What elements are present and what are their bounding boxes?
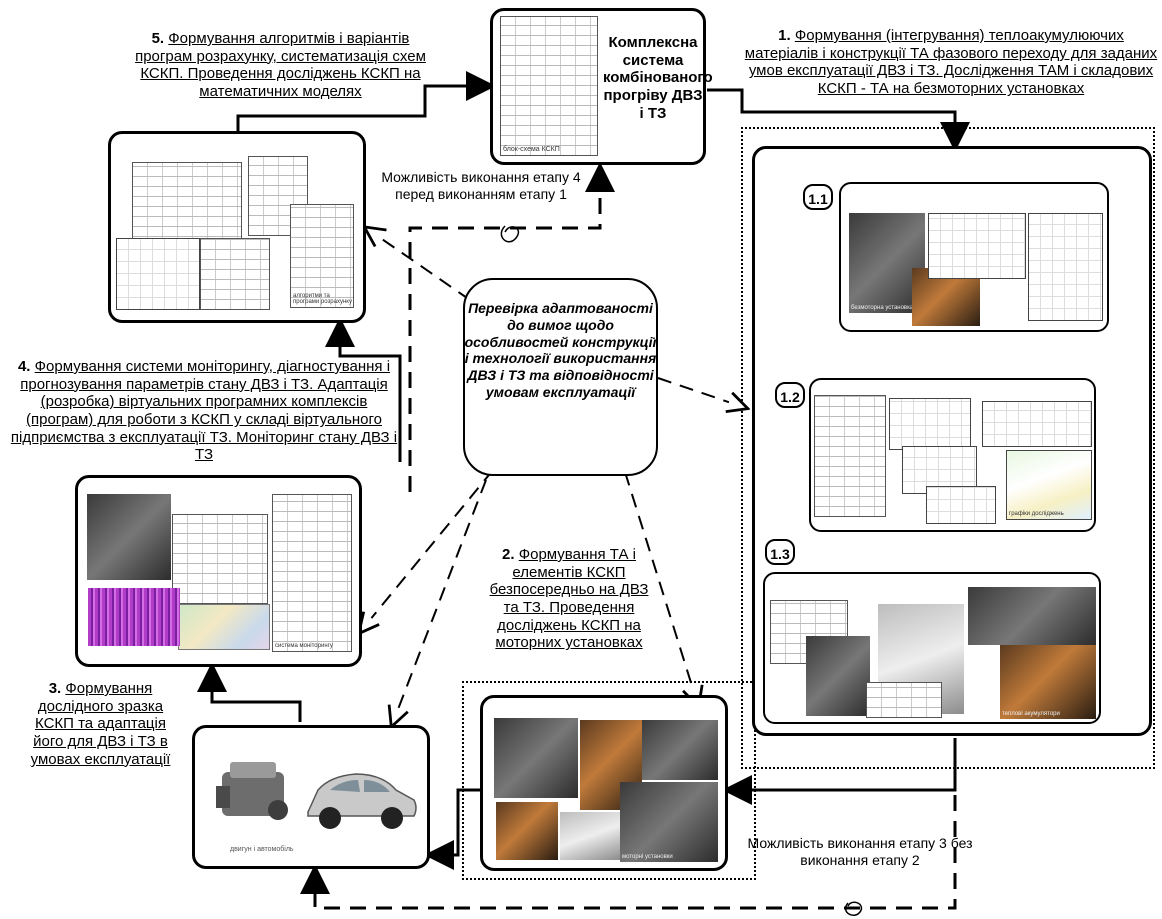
- car-icon: [307, 773, 417, 829]
- dash-center-to-stage5: [366, 228, 471, 301]
- motor-stand-photo-1: [494, 718, 578, 798]
- stage5-program-image: [200, 238, 270, 310]
- flow-stage5-to-central: [236, 71, 496, 131]
- motor-stand-photo-5: [560, 812, 620, 860]
- engine-image: [212, 752, 300, 838]
- dash-center-to-stage1: [657, 377, 746, 408]
- stage2-dotted-frame: [462, 681, 756, 880]
- label-1-1: 1.1: [803, 184, 833, 210]
- ta-units-label: теплові акумулятори: [1002, 711, 1060, 717]
- diagnostics-scheme-image: система моніторингу: [272, 494, 352, 652]
- adaptation-check-shape: [463, 278, 658, 476]
- stage3-caption: 3. Формування дослідного зразка КСКП та …: [30, 680, 171, 768]
- engine-icon: [216, 762, 288, 820]
- stage5-image-label: алгоритми та програми розрахунку: [293, 293, 352, 305]
- central-flowchart-image: блок-схема КСКП: [500, 16, 598, 156]
- central-flowchart-label: блок-схема КСКП: [503, 146, 560, 153]
- label-1-3: 1.3: [765, 539, 795, 565]
- note-stage3-without-2: Можливість виконання етапу 3 без виконан…: [747, 835, 973, 868]
- flow-stage3-to-stage4: [197, 662, 302, 722]
- flow-central-to-stage1: [707, 88, 970, 152]
- flow-stage1-to-stage2: [722, 738, 957, 805]
- results-graph-3: [926, 486, 996, 524]
- stage5-graph-image: [116, 238, 200, 310]
- label-1-2: 1.2: [775, 382, 805, 408]
- ta-photo-3: [968, 587, 1096, 645]
- central-system-title: Комплексна система комбінованого прогрів…: [603, 34, 713, 122]
- results-graph-1: [889, 398, 971, 450]
- monitoring-label: система моніторингу: [275, 643, 333, 649]
- alt-route-4-before-1: [408, 162, 615, 492]
- engine-car-label: двигун і автомобіль: [230, 846, 294, 853]
- motor-stand-photo-6: моторні установки: [620, 782, 718, 862]
- lab-setup-label: безмоторна установка: [851, 305, 914, 311]
- dash-center-to-stage4: [360, 469, 494, 632]
- note-stage4-before-1: Можливість виконання етапу 4 перед викон…: [381, 169, 581, 202]
- flow-stage4-to-stage5: [325, 317, 402, 462]
- map-image: [178, 604, 270, 650]
- alt-route-3-without-2: [300, 795, 957, 910]
- monitoring-scheme-image: [172, 514, 268, 604]
- flow-stage2-to-stage3: [424, 788, 480, 870]
- stage5-flow-image: алгоритми та програми розрахунку: [290, 204, 354, 308]
- ta-photo-4: теплові акумулятори: [1000, 645, 1096, 719]
- stage4-caption: 4. Формування системи моніторингу, діагн…: [10, 358, 398, 464]
- lab-setup-photo: безмоторна установка: [849, 213, 925, 313]
- ta-photo-1: [806, 636, 870, 716]
- signal-chart-image: [88, 588, 180, 646]
- results-graph-4: [982, 401, 1092, 447]
- adaptation-check-text: Перевірка адаптованості до вимог щодо ос…: [464, 300, 657, 400]
- dash-center-to-stage2: [624, 471, 698, 705]
- car-interior-photo: [87, 494, 171, 580]
- stage1-caption: 1. Формування (інтегрування) теплоакумул…: [744, 27, 1158, 98]
- squiggle-bottom: [844, 901, 863, 916]
- stage5-caption: 5. Формування алгоритмів і варіантів про…: [135, 30, 426, 101]
- motor-stand-photo-3: [642, 720, 718, 780]
- motor-stand-photo-4: [496, 802, 558, 860]
- results-graph-label: графіки досліджень: [1009, 511, 1064, 517]
- results-table-image: [814, 395, 886, 517]
- lab-graph-1: [928, 213, 1026, 279]
- results-graph-2: [902, 446, 977, 494]
- squiggle-top: [500, 225, 520, 243]
- car-image: [300, 752, 422, 842]
- ta-scheme-2: [866, 682, 942, 718]
- results-graph-5: графіки досліджень: [1006, 450, 1092, 520]
- stage2-caption: 2. Формування ТА і елементів КСКП безпос…: [489, 546, 649, 652]
- dash-center-to-stage3: [392, 479, 487, 725]
- lab-graph-2: [1028, 213, 1103, 321]
- motor-stand-label: моторні установки: [622, 854, 673, 860]
